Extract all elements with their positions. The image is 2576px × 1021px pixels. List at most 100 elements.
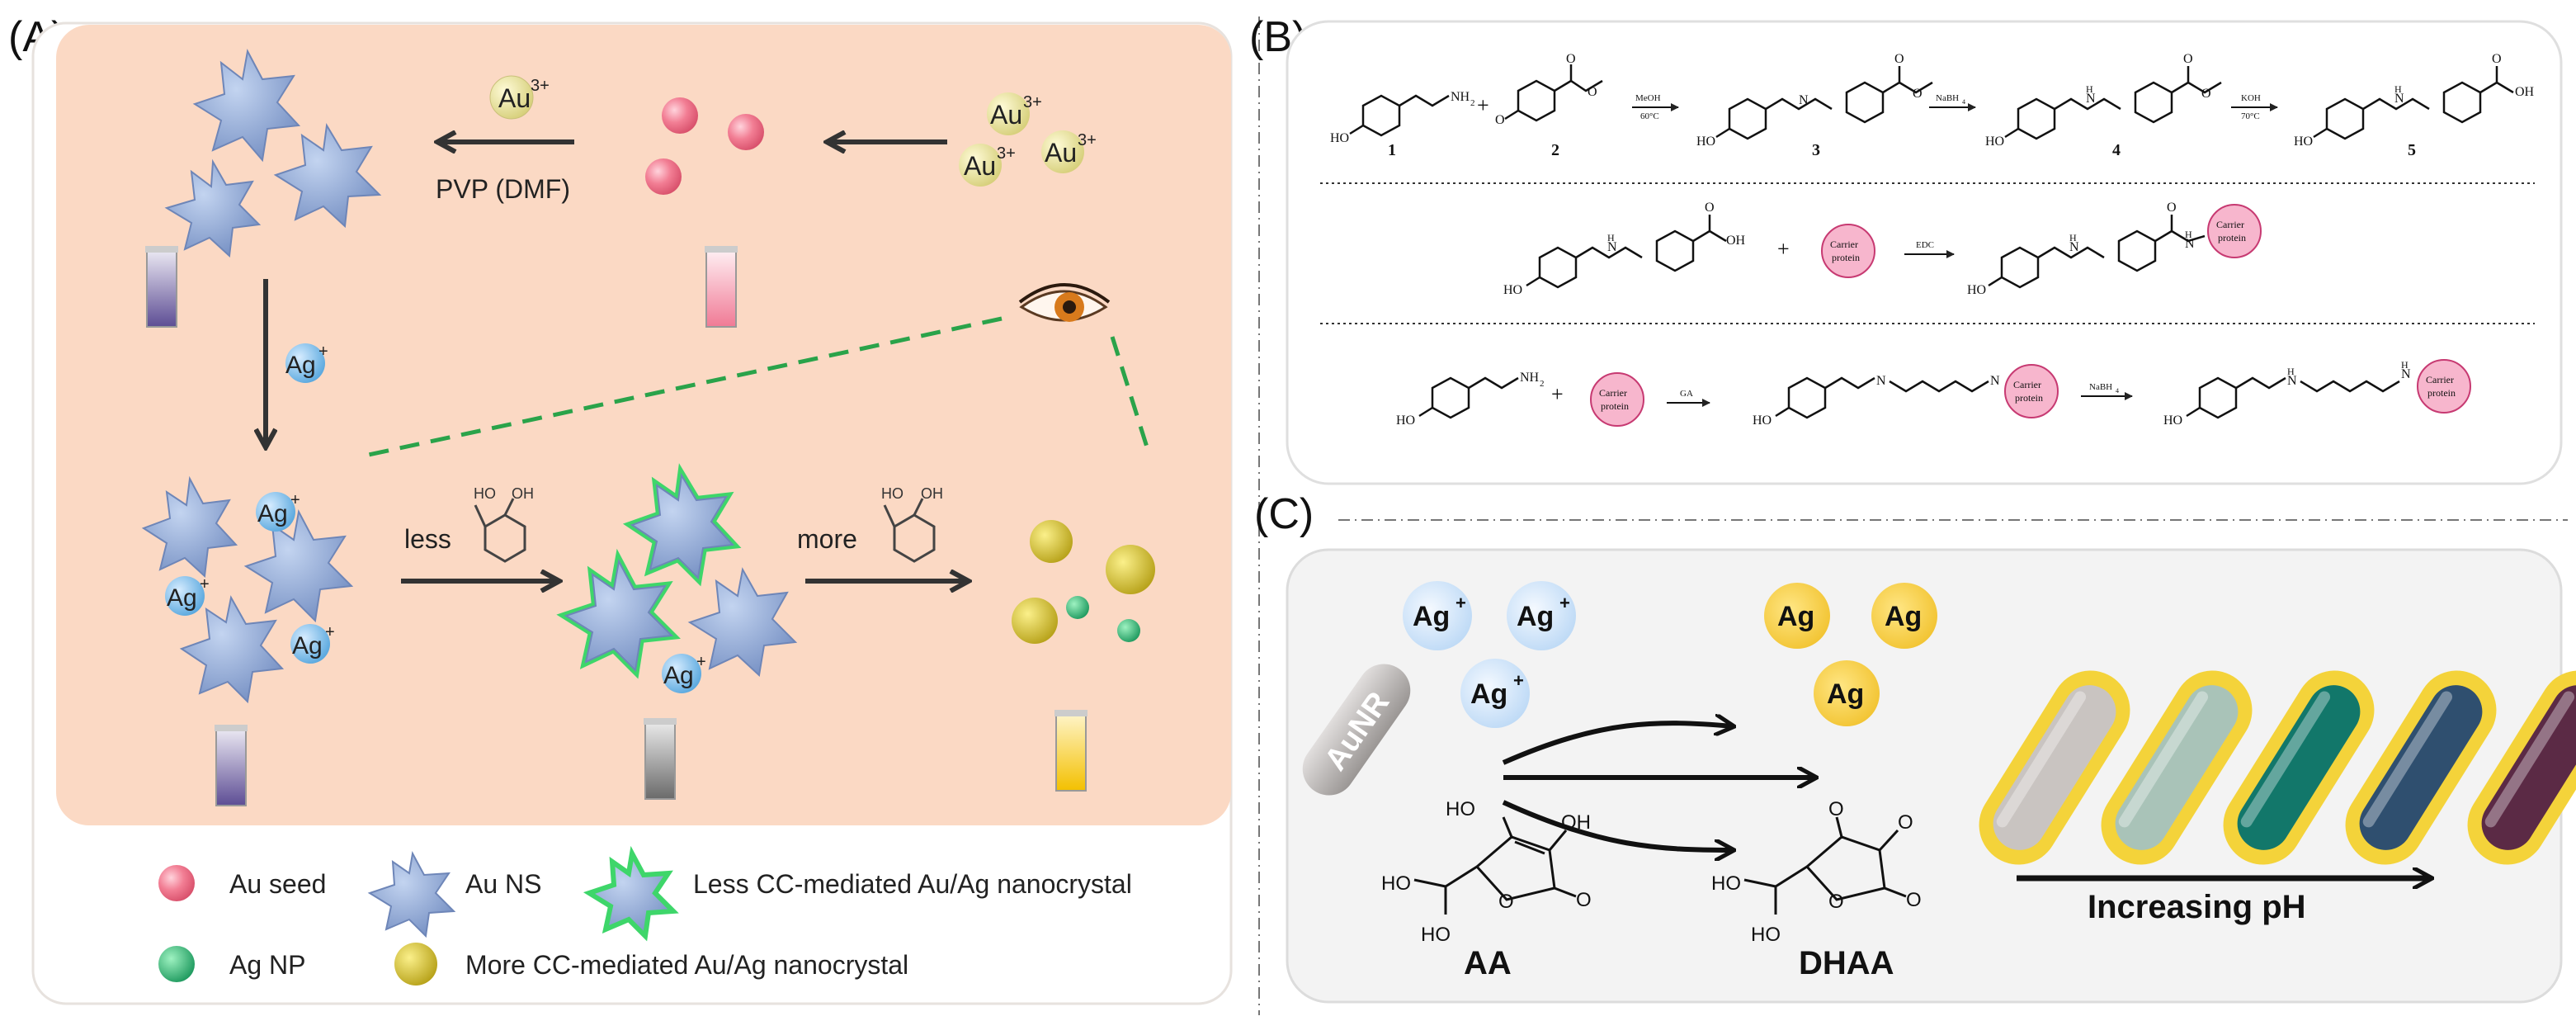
svg-text:protein: protein (2427, 387, 2456, 399)
svg-text:Carrier: Carrier (2216, 219, 2244, 230)
svg-text:+: + (1551, 382, 1564, 406)
svg-text:N: N (2185, 237, 2195, 251)
svg-text:60°C: 60°C (1640, 111, 1659, 121)
svg-text:OH: OH (2515, 85, 2535, 99)
carrier-protein-row-2b: Carrier protein (2207, 204, 2262, 258)
svg-text:OH: OH (921, 485, 943, 502)
svg-text:O: O (1588, 85, 1597, 99)
reaction-arrows-row-1: MeOH 60°C NaBH 4 KOH 70°C (1632, 93, 2278, 121)
svg-text:+: + (1455, 593, 1466, 613)
dashed-view-line-left (364, 316, 1003, 458)
less-cc-nanocrystal-cluster: Ag + (556, 463, 798, 693)
reaction-crossing-arrows (1502, 723, 1815, 850)
svg-text:+: + (696, 653, 706, 671)
panel-a: (A) Au 3+ PVP (DMF) (8, 13, 1233, 1005)
svg-text:3+: 3+ (1078, 131, 1097, 149)
svg-text:Ag: Ag (1777, 601, 1814, 632)
svg-text:O: O (1828, 891, 1844, 913)
ag-ion-cluster-bottom: Ag + Ag + Ag + (165, 491, 335, 664)
svg-text:O: O (2492, 52, 2502, 66)
svg-text:+: + (200, 575, 210, 593)
legend-less-cc-swatch (583, 845, 679, 942)
svg-text:N: N (1607, 240, 1617, 254)
svg-text:O: O (1828, 798, 1844, 820)
rod-highlight (2240, 691, 2331, 828)
svg-text:5: 5 (2408, 141, 2416, 159)
svg-text:+: + (290, 491, 300, 509)
svg-text:OH: OH (1726, 234, 1746, 248)
edc-label: EDC (1916, 240, 1934, 250)
svg-text:HO: HO (1985, 135, 2004, 149)
svg-text:Ag: Ag (1827, 678, 1864, 710)
ag-ion-vertical: Ag + (285, 343, 328, 383)
svg-text:KOH: KOH (2241, 93, 2261, 103)
svg-text:Au: Au (498, 83, 531, 113)
svg-text:NH: NH (1520, 371, 1540, 385)
rod-highlight (2484, 691, 2575, 828)
aunr-rod-2 (2101, 670, 2253, 865)
svg-text:H: H (2086, 83, 2093, 95)
aa-label: AA (1464, 945, 1512, 981)
svg-text:+: + (1477, 93, 1489, 117)
svg-text:1: 1 (1388, 141, 1396, 159)
pvp-label: PVP (DMF) (436, 174, 570, 204)
svg-text:MeOH: MeOH (1635, 93, 1661, 103)
legend-more-cc-label: More CC-mediated Au/Ag nanocrystal (465, 950, 908, 980)
aunr-rod-4 (2345, 670, 2497, 865)
svg-text:OH: OH (512, 485, 534, 502)
svg-text:HO: HO (2294, 135, 2313, 149)
svg-text:NH: NH (1451, 90, 1470, 104)
svg-text:2: 2 (1551, 141, 1559, 159)
svg-text:HO: HO (1330, 131, 1349, 145)
ga-label: GA (1680, 389, 1693, 399)
au-seed-cluster (645, 97, 764, 195)
legend-au-seed-swatch (158, 865, 195, 901)
svg-text:+: + (1559, 593, 1570, 613)
svg-text:O: O (1705, 201, 1715, 215)
svg-text:2: 2 (1470, 98, 1475, 108)
svg-text:+: + (1777, 237, 1790, 261)
svg-text:Ag: Ag (292, 632, 323, 659)
svg-text:HO: HO (1421, 924, 1451, 946)
scheme-row-1 (1349, 64, 2514, 140)
svg-text:O: O (1566, 52, 1576, 66)
svg-text:HO: HO (1711, 872, 1741, 895)
svg-text:3+: 3+ (1023, 93, 1042, 111)
svg-text:4: 4 (2112, 141, 2121, 159)
svg-text:Ag: Ag (1517, 601, 1554, 632)
svg-text:N: N (2394, 92, 2404, 106)
svg-text:OH: OH (1561, 811, 1591, 834)
svg-text:Ag: Ag (663, 662, 694, 689)
aunr-rod-5 (2467, 670, 2576, 865)
carrier-protein-row-3a: Carrier protein (1590, 372, 1644, 427)
ascorbic-acid-labels: HO OH O HO HO O (1381, 798, 1592, 946)
svg-text:N: N (2287, 374, 2297, 388)
svg-text:+: + (1513, 670, 1524, 691)
svg-text:HO: HO (2163, 414, 2182, 428)
svg-text:N: N (2401, 367, 2411, 381)
test-tube-pink (705, 246, 738, 328)
catechol-structure-2 (883, 498, 936, 563)
svg-text:+: + (318, 343, 328, 361)
less-label: less (404, 524, 451, 554)
svg-text:Ag: Ag (1413, 601, 1450, 632)
rod-core (2359, 685, 2483, 850)
svg-text:HO: HO (881, 485, 903, 502)
svg-text:4: 4 (2116, 387, 2119, 395)
ag-ion-cluster-c: Ag + Ag + Ag + (1403, 581, 1576, 728)
scheme-row-3-labels: HO NH 2 + HO N N HO N H N H (1396, 359, 2411, 428)
svg-text:HO: HO (1381, 872, 1411, 895)
rod-core (2115, 685, 2239, 850)
test-tube-purple-1 (145, 246, 178, 328)
svg-text:N: N (2086, 92, 2096, 106)
svg-text:H: H (2185, 229, 2192, 240)
svg-text:N: N (1990, 374, 2000, 388)
svg-text:H: H (2401, 359, 2409, 371)
legend-ag-np-swatch (158, 946, 195, 982)
ag-atom-cluster-c: Ag Ag Ag (1764, 583, 1937, 726)
legend-less-cc-label: Less CC-mediated Au/Ag nanocrystal (693, 869, 1132, 899)
svg-text:protein: protein (2015, 392, 2043, 404)
svg-text:O: O (1898, 811, 1913, 834)
rod-highlight (1996, 691, 2087, 828)
